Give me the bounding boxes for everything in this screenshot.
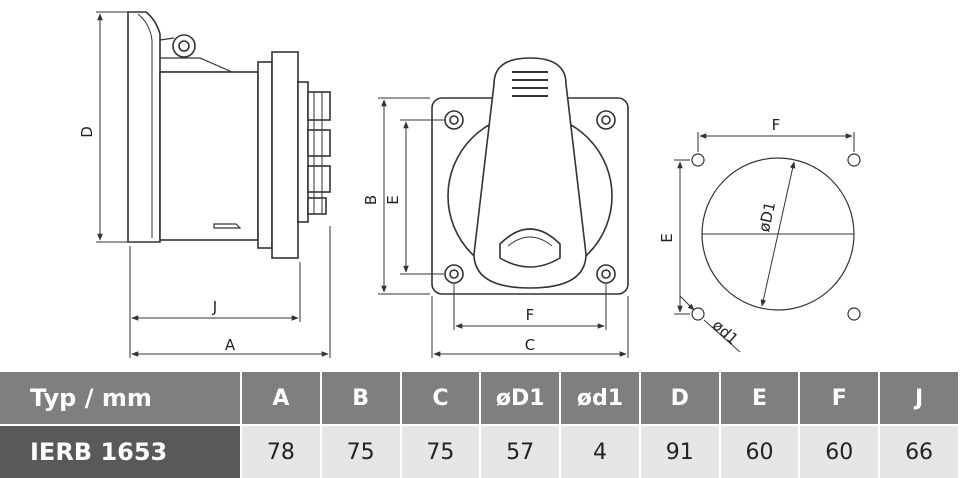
cell-a: 78 — [242, 426, 322, 478]
header-od1: øD1 — [481, 372, 562, 426]
header-b: B — [321, 372, 402, 426]
header-c: C — [401, 372, 482, 426]
cell-j: 66 — [880, 426, 960, 478]
dim-label-d: D — [78, 126, 96, 138]
technical-drawing: D J A B E F C — [78, 11, 861, 358]
header-type: Typ / mm — [0, 372, 242, 426]
header-j: J — [880, 372, 960, 426]
header-f: F — [800, 372, 881, 426]
cell-od1: 57 — [481, 426, 562, 478]
header-a: A — [242, 372, 322, 426]
cell-c: 75 — [401, 426, 482, 478]
header-d: D — [640, 372, 721, 426]
side-view — [127, 11, 331, 259]
dim-label-smalld-cutout: ød1 — [709, 316, 742, 348]
dim-label-e-cutout: E — [658, 233, 676, 242]
dim-label-e-front: E — [384, 195, 402, 204]
front-view — [431, 57, 629, 295]
table-row: IERB 1653 78 75 75 57 4 91 60 60 66 — [0, 426, 960, 478]
cell-f: 60 — [800, 426, 881, 478]
spec-table: Typ / mm A B C øD1 ød1 D E F J IERB 1653… — [0, 372, 960, 478]
dim-label-a: A — [225, 336, 236, 354]
cell-b: 75 — [321, 426, 402, 478]
header-e: E — [720, 372, 801, 426]
front-view-dimensions — [378, 97, 629, 358]
cell-d: 91 — [640, 426, 721, 478]
cutout-dimensions — [674, 132, 855, 353]
side-view-dimensions — [96, 11, 331, 358]
cell-model: IERB 1653 — [0, 426, 242, 478]
dim-label-c: C — [525, 336, 535, 354]
cell-smalld1: 4 — [561, 426, 641, 478]
dim-label-f-cutout: F — [772, 116, 781, 134]
header-smalld1: ød1 — [561, 372, 641, 426]
cutout-view — [691, 153, 861, 321]
dim-label-od1-cutout: øD1 — [755, 200, 779, 234]
table-header-row: Typ / mm A B C øD1 ød1 D E F J — [0, 372, 960, 426]
dim-label-b: B — [362, 195, 380, 205]
dim-label-j: J — [212, 298, 217, 316]
dim-label-f-front: F — [526, 306, 535, 324]
cell-e: 60 — [720, 426, 801, 478]
